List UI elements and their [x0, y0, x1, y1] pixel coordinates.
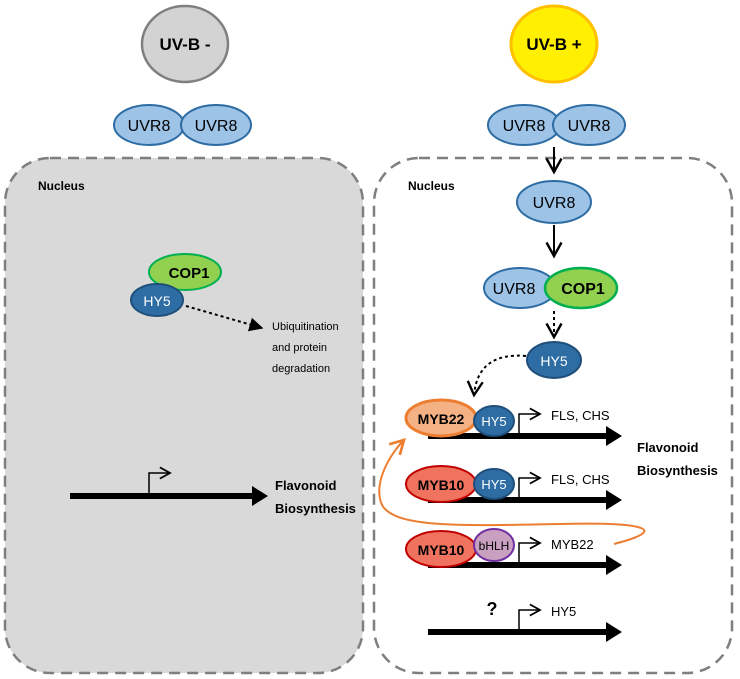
uvr8-label: UVR8 [493, 281, 536, 298]
uvr8-label: UVR8 [503, 118, 546, 135]
promoter-arrow [518, 603, 542, 630]
target-genes-label: FLS, CHS [551, 408, 610, 423]
gene-left [70, 466, 268, 506]
hy5-label: HY5 [143, 293, 170, 309]
cop1-hy5-complex: COP1 HY5 [130, 253, 222, 317]
output-label-line-1: Flavonoid [637, 440, 698, 455]
cop1-label: COP1 [561, 281, 605, 298]
uvb-off-badge: UV-B - [140, 4, 230, 84]
uvr8-dimer-right: UVR8 UVR8 [487, 104, 626, 146]
nucleus-left [3, 156, 365, 675]
hy5-label: HY5 [481, 477, 506, 492]
target-genes-label: FLS, CHS [551, 472, 610, 487]
hy5-label: HY5 [481, 414, 506, 429]
uvb-off-label: UV-B - [160, 35, 211, 54]
degradation-text-line-1: Ubiquitination [272, 321, 339, 333]
output-label-line-2: Biosynthesis [275, 501, 356, 516]
output-label-line-1: Flavonoid [275, 478, 336, 493]
left-panel: UV-B - UVR8 UVR8 Nucleus COP1 HY5 Ubiqui… [3, 4, 365, 675]
nucleus-label-right: Nucleus [408, 179, 455, 193]
uvb-on-badge: UV-B + [509, 4, 599, 84]
degradation-text-line-2: and protein [272, 342, 327, 354]
bhlh-label: bHLH [479, 539, 510, 553]
promoter-arrow [518, 536, 542, 563]
uvr8-label: UVR8 [568, 118, 611, 135]
myb10-label: MYB10 [418, 542, 465, 558]
output-label-line-2: Biosynthesis [637, 463, 718, 478]
promoter-arrow [518, 471, 542, 498]
uvr8-monomer: UVR8 [516, 180, 592, 224]
cop1-label: COP1 [169, 265, 210, 282]
uvr8-dimer-left: UVR8 UVR8 [113, 104, 252, 146]
uvr8-label: UVR8 [128, 118, 171, 135]
right-panel: UV-B + UVR8 UVR8 Nucleus UVR8 UVR8 COP1 … [372, 4, 734, 675]
target-genes-label: HY5 [551, 604, 576, 619]
hy5-label: HY5 [540, 353, 567, 369]
uvb-on-label: UV-B + [526, 35, 581, 54]
uvr8-label: UVR8 [533, 195, 576, 212]
unknown-factor-label: ? [487, 599, 498, 619]
myb22-label: MYB22 [418, 411, 465, 427]
degradation-arrow [185, 305, 264, 332]
uvr8-cop1-complex: UVR8 COP1 [483, 266, 619, 310]
target-genes-label: MYB22 [551, 537, 594, 552]
uvr8-label: UVR8 [195, 118, 238, 135]
gene-row-hy5: ? HY5 [428, 599, 622, 642]
degradation-text-line-3: degradation [272, 363, 330, 375]
myb22-feedback-arrow [378, 438, 646, 545]
myb10-label: MYB10 [418, 477, 465, 493]
gene-row-myb10-bhlh: MYB10 bHLH MYB22 [405, 528, 622, 575]
hy5-free: HY5 [526, 341, 582, 379]
promoter-arrow [518, 407, 542, 434]
gene-row-myb10-hy5: MYB10 HY5 FLS, CHS [405, 465, 622, 510]
promoter-arrow [148, 466, 172, 493]
hy5-to-promoter-arrow [466, 354, 527, 398]
gene-row-myb22-hy5: MYB22 HY5 FLS, CHS [404, 398, 622, 446]
nucleus-label-left: Nucleus [38, 179, 85, 193]
